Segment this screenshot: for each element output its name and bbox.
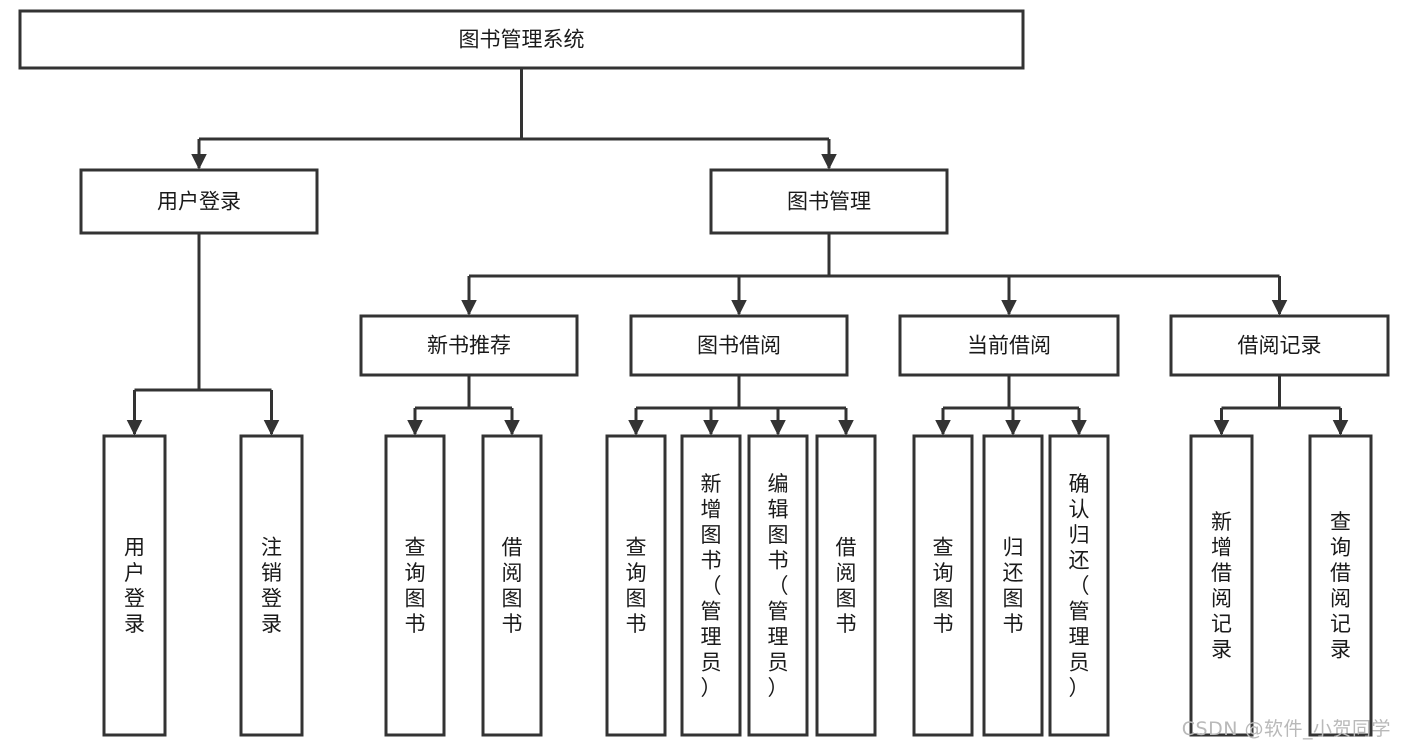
leaf-node-rect[interactable] [747, 434, 809, 737]
leaf-node-2[interactable]: 查询图书 [384, 434, 446, 737]
csdn-watermark: CSDN @软件_小贺同学 [1181, 718, 1391, 740]
leaf-node-label: 查询图书 [626, 536, 647, 637]
leaf-node-rect[interactable] [605, 434, 667, 737]
leaf-node-rect[interactable] [815, 434, 877, 737]
leaf-node-label: 查询图书 [405, 536, 426, 637]
level3-node-label: 图书借阅 [697, 334, 781, 358]
leaf-node-rect[interactable] [384, 434, 446, 737]
leaf-node-label: 确认归还（管理员） [1069, 472, 1090, 700]
leaf-node-label: 编辑图书（管理员） [768, 472, 789, 700]
leaf-node-rect[interactable] [1189, 434, 1254, 737]
leaf-node-8[interactable]: 查询图书 [912, 434, 974, 737]
leaf-node-12[interactable]: 查询借阅记录 [1308, 434, 1373, 737]
level3-node-label: 借阅记录 [1238, 334, 1322, 358]
leaf-node-label: 借阅图书 [836, 536, 857, 637]
leaf-node-label: 新增图书（管理员） [701, 472, 722, 700]
level3-node-label: 新书推荐 [427, 334, 511, 358]
leaf-node-6[interactable]: 编辑图书（管理员） [747, 434, 809, 737]
root-node-0[interactable]: 图书管理系统 [18, 9, 1025, 70]
leaf-node-label: 归还图书 [1003, 536, 1024, 637]
leaf-node-4[interactable]: 查询图书 [605, 434, 667, 737]
leaf-node-0[interactable]: 用户登录 [102, 434, 167, 737]
level2-node-label: 用户登录 [157, 190, 241, 214]
leaf-node-label: 借阅图书 [502, 536, 523, 637]
leaf-node-rect[interactable] [1308, 434, 1373, 737]
level2-node-1[interactable]: 图书管理 [709, 168, 949, 235]
leaf-node-rect[interactable] [1048, 434, 1110, 737]
leaf-node-10[interactable]: 确认归还（管理员） [1048, 434, 1110, 737]
leaf-node-rect[interactable] [912, 434, 974, 737]
leaf-node-rect[interactable] [481, 434, 543, 737]
leaf-node-rect[interactable] [102, 434, 167, 737]
leaf-node-label: 新增借阅记录 [1211, 510, 1232, 662]
leaf-node-7[interactable]: 借阅图书 [815, 434, 877, 737]
level3-node-rect[interactable] [898, 314, 1120, 377]
leaf-node-3[interactable]: 借阅图书 [481, 434, 543, 737]
connector-layer [126, 68, 1349, 436]
level3-node-0[interactable]: 新书推荐 [359, 314, 579, 377]
leaf-node-1[interactable]: 注销登录 [239, 434, 304, 737]
leaf-node-5[interactable]: 新增图书（管理员） [680, 434, 742, 737]
level3-node-rect[interactable] [1169, 314, 1390, 377]
leaf-node-label: 查询图书 [933, 536, 954, 637]
level3-node-2[interactable]: 当前借阅 [898, 314, 1120, 377]
level3-node-rect[interactable] [359, 314, 579, 377]
leaf-node-label: 注销登录 [261, 536, 282, 637]
root-node-rect[interactable] [18, 9, 1025, 70]
root-node-label: 图书管理系统 [459, 28, 585, 52]
leaf-node-11[interactable]: 新增借阅记录 [1189, 434, 1254, 737]
leaf-node-rect[interactable] [982, 434, 1044, 737]
leaf-node-rect[interactable] [680, 434, 742, 737]
leaf-node-rect[interactable] [239, 434, 304, 737]
level3-node-1[interactable]: 图书借阅 [629, 314, 849, 377]
leaf-node-label: 用户登录 [124, 536, 145, 637]
level3-node-3[interactable]: 借阅记录 [1169, 314, 1390, 377]
level2-node-label: 图书管理 [787, 190, 871, 214]
level3-node-rect[interactable] [629, 314, 849, 377]
level2-node-rect[interactable] [79, 168, 319, 235]
node-layer: 图书管理系统用户登录图书管理新书推荐图书借阅当前借阅借阅记录用户登录注销登录查询… [18, 9, 1390, 737]
leaf-node-9[interactable]: 归还图书 [982, 434, 1044, 737]
level2-node-rect[interactable] [709, 168, 949, 235]
level2-node-0[interactable]: 用户登录 [79, 168, 319, 235]
leaf-node-label: 查询借阅记录 [1330, 510, 1351, 662]
level3-node-label: 当前借阅 [967, 334, 1051, 358]
